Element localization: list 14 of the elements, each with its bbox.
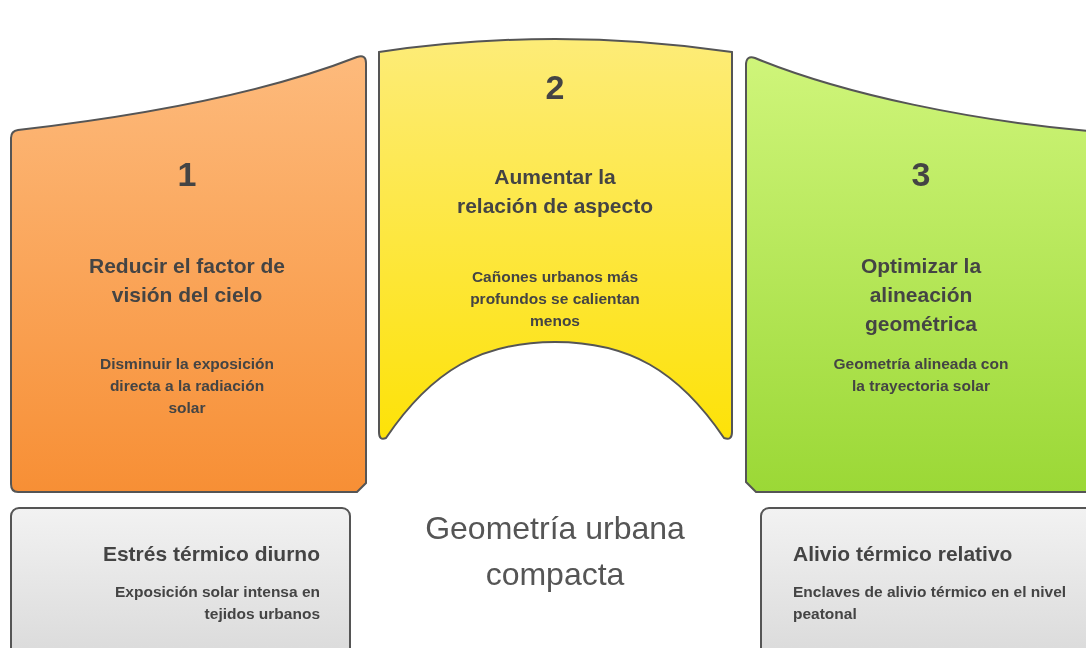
- panel-heading: Optimizar la alineación geométrica: [859, 253, 983, 337]
- panel-text: Cañones urbanos más profundos se calientan menos: [469, 267, 641, 331]
- panel-text: Disminuir la exposición directa a la radiación solar: [99, 354, 275, 418]
- card-text: Enclaves de alivio térmico en el nivel peatonal: [793, 582, 1068, 624]
- panel-text: Geometría alineada con la trayectoria solar: [832, 354, 1010, 396]
- card-text: Exposición solar intensa en tejidos urbanos: [114, 582, 320, 624]
- panel-heading: Aumentar la relación de aspecto: [455, 164, 655, 219]
- panel-heading: Reducir el factor de visión del cielo: [87, 253, 287, 308]
- step-number: 2: [544, 68, 566, 107]
- card-heading: Alivio térmico relativo: [793, 541, 1014, 567]
- step-number: 1: [176, 155, 198, 194]
- center-title: Geometría urbana compacta: [424, 509, 686, 594]
- card-heading: Estrés térmico diurno: [101, 541, 320, 567]
- step-number: 3: [910, 155, 932, 194]
